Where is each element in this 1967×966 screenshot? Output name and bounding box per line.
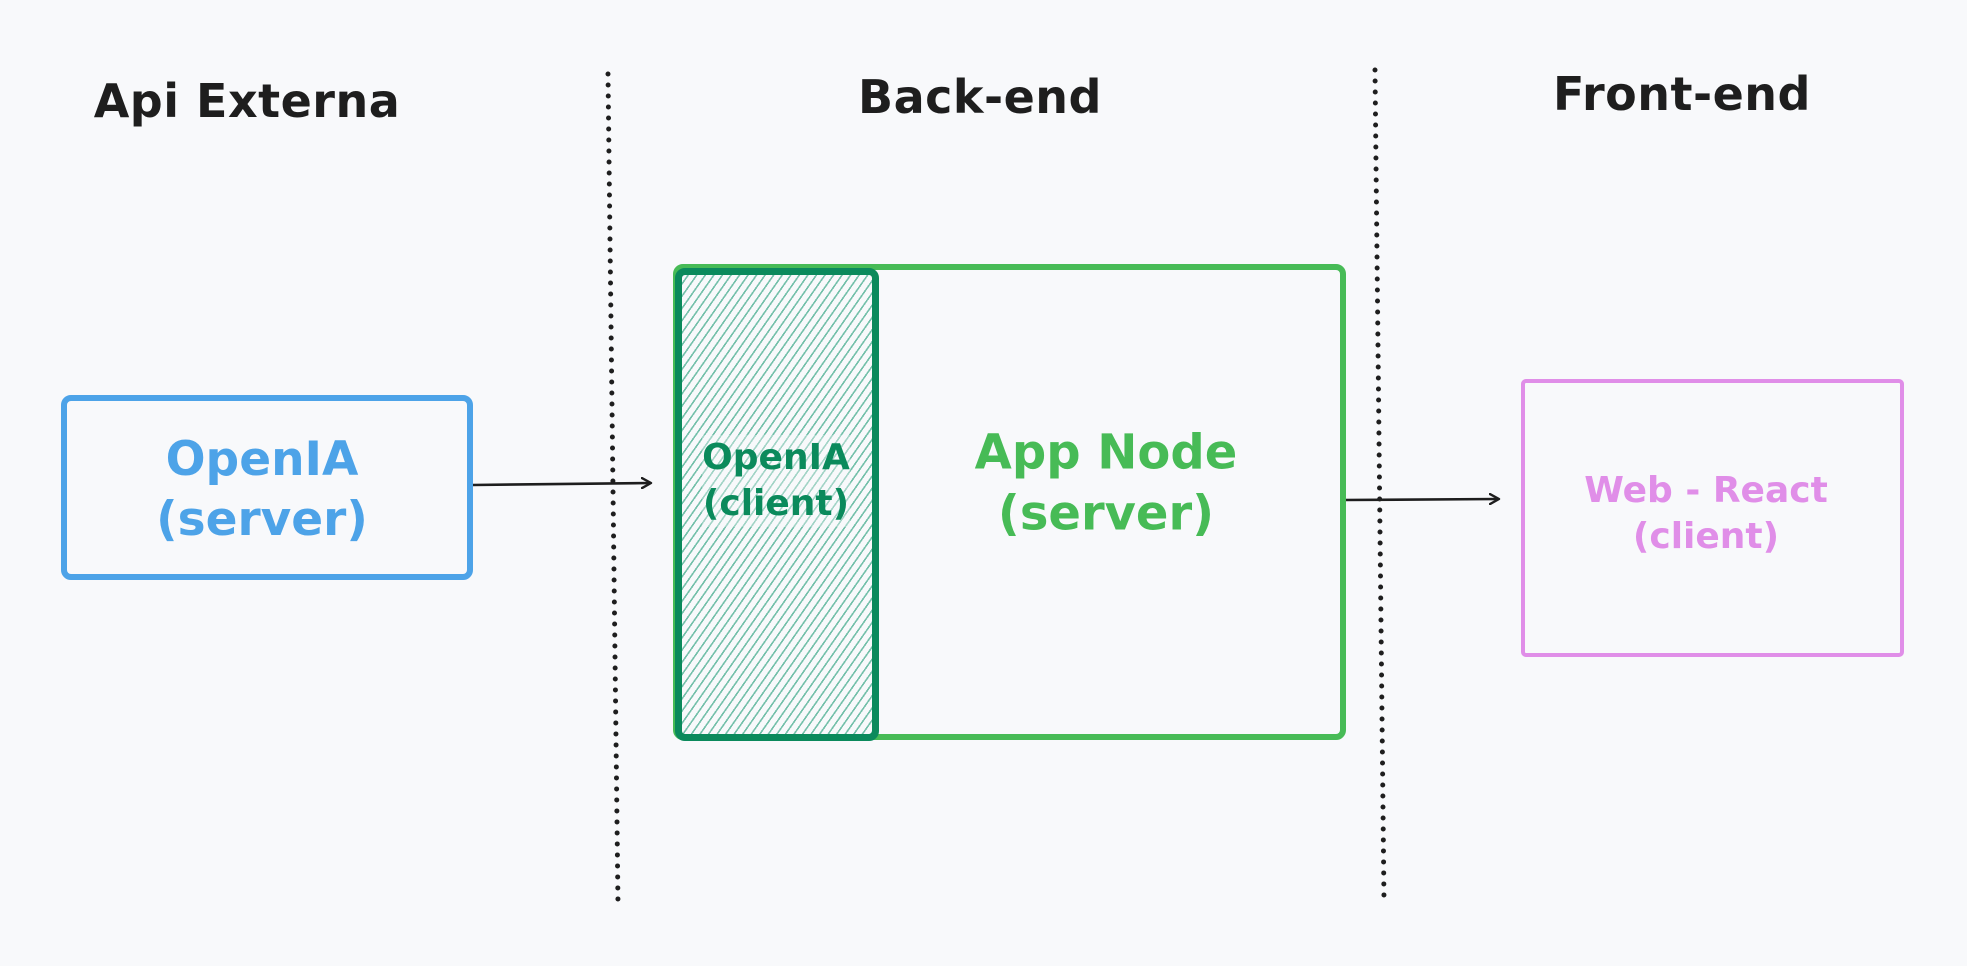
web-react-label: Web - React (client)	[1584, 468, 1828, 560]
openia-client-role: (client)	[702, 483, 850, 524]
openia-server-name: OpenIA	[165, 431, 359, 487]
openia-server-label: OpenIA (server)	[156, 430, 368, 550]
arrow-openia-to-backend	[471, 483, 651, 485]
separator-left	[605, 71, 621, 907]
app-node-role: (server)	[997, 486, 1215, 542]
section-title-api-externa: Api Externa	[93, 74, 401, 128]
openia-server-box	[61, 395, 473, 580]
openia-client-label: OpenIA (client)	[702, 434, 850, 528]
web-react-box	[1521, 379, 1904, 657]
openia-server-role: (server)	[156, 492, 368, 547]
section-title-back-end: Back-end	[858, 70, 1102, 124]
openia-client-box	[675, 268, 879, 741]
web-react-role: (client)	[1632, 516, 1780, 557]
web-react-name: Web - React	[1584, 469, 1828, 511]
section-title-front-end: Front-end	[1553, 67, 1811, 121]
arrow-backend-to-frontend	[1342, 499, 1499, 500]
app-node-label: App Node (server)	[975, 423, 1238, 546]
openia-client-name: OpenIA	[702, 436, 850, 478]
separator-right	[1372, 67, 1387, 903]
app-node-name: App Node	[974, 424, 1238, 481]
